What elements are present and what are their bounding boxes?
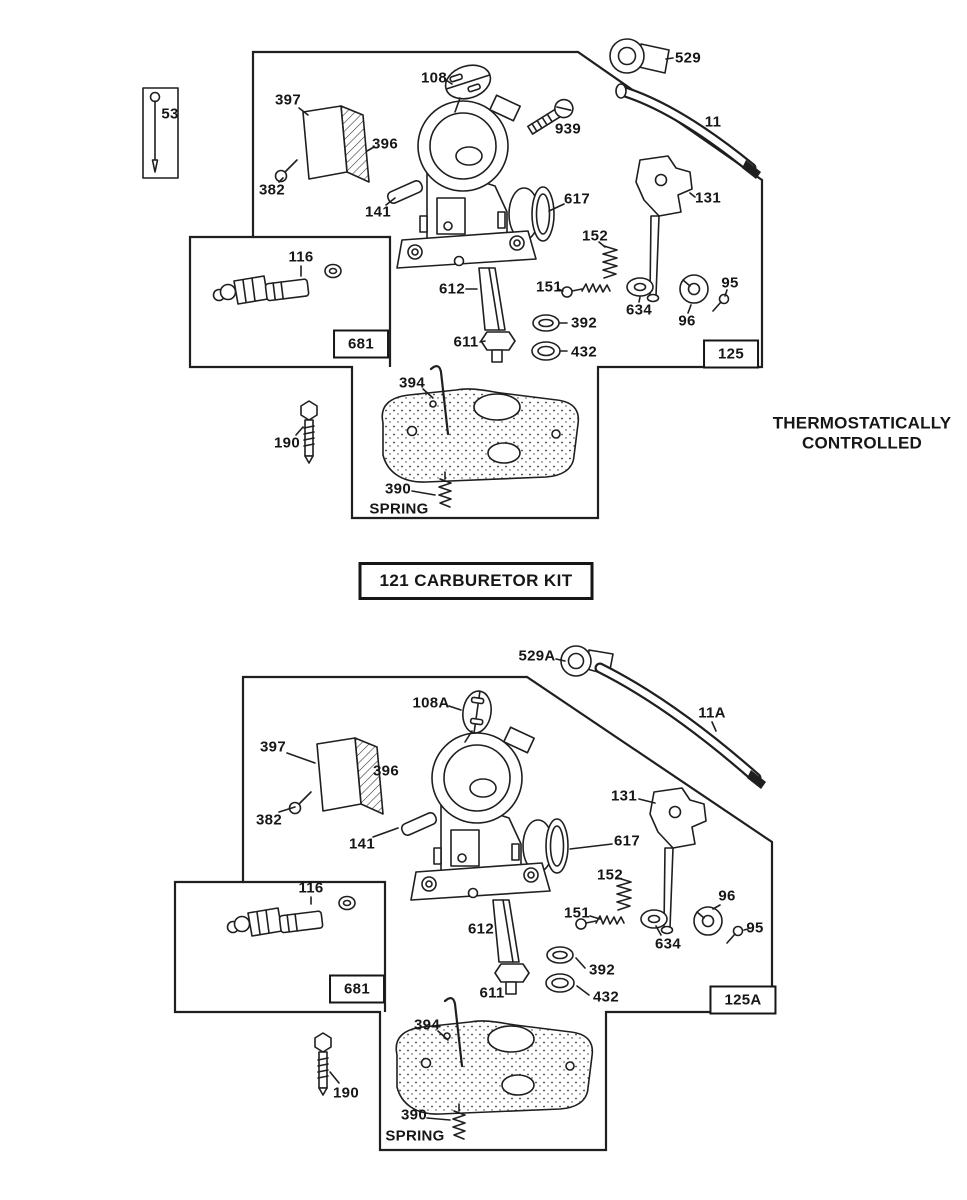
bottom-only-parts (462, 645, 766, 789)
leader-line-634 (638, 296, 641, 303)
spring-152 (602, 245, 618, 279)
pin-141 (386, 179, 424, 205)
leader-lines (278, 57, 749, 1121)
fuel-tube-11 (615, 83, 761, 179)
leader-line-390 (426, 1117, 451, 1121)
needle-53 (142, 87, 179, 179)
leader-line-141 (372, 827, 399, 838)
leader-line-151 (557, 288, 564, 292)
carburetor-body (396, 94, 555, 363)
leader-line-96 (712, 904, 721, 910)
leader-line-108 (445, 79, 453, 85)
float-block-397 (302, 105, 370, 183)
jet-nut-611 (480, 331, 516, 363)
leader-line-11a (711, 721, 717, 732)
screw-95 (712, 293, 730, 312)
leader-line-95 (724, 289, 728, 297)
bottom-enclosure-outline (173, 675, 774, 1152)
leader-line-617 (548, 203, 565, 212)
leader-line-131 (689, 192, 696, 198)
leader-line-396 (366, 146, 375, 152)
mounting-flange (396, 230, 537, 269)
spring-390 (438, 471, 452, 508)
top-only-parts (142, 38, 761, 179)
thermostatically-controlled-note: THERMOSTATICALLY CONTROLLED (772, 413, 952, 452)
leader-line-141 (385, 197, 396, 206)
leader-line-151 (589, 915, 601, 920)
elbow-fitting-529 (609, 38, 670, 74)
leader-line-96 (687, 304, 692, 314)
leader-line-529a (555, 658, 566, 662)
leader-line-432 (576, 985, 590, 996)
needle-valve-116 (212, 263, 342, 305)
clamp-ring-617 (531, 186, 555, 242)
pin-394 (429, 365, 450, 436)
float-bowl-gasket (381, 388, 580, 483)
leader-line-397 (298, 107, 309, 116)
leader-line-152 (598, 241, 606, 248)
ring-392 (532, 314, 560, 332)
leader-line-390 (411, 490, 436, 496)
leader-line-394 (437, 1030, 449, 1041)
kit-title: 121 CARBURETOR KIT (358, 562, 594, 600)
choke-valve-108a (462, 690, 492, 734)
carburetor-assembly-art (212, 94, 730, 508)
washer-634 (626, 277, 654, 297)
leader-line-382 (278, 806, 296, 813)
leader-line-131 (638, 798, 656, 804)
leader-line-634 (655, 925, 662, 936)
leader-line-108a (448, 705, 462, 711)
screw-382 (274, 159, 298, 183)
leader-line-529 (665, 57, 674, 60)
leader-line-382 (278, 177, 284, 183)
leader-line-95 (743, 928, 749, 931)
leader-line-397 (286, 752, 316, 764)
ring-432 (531, 341, 561, 361)
throttle-bracket-131 (635, 155, 693, 303)
screw-939 (527, 98, 574, 135)
fuel-tube-11a (594, 662, 766, 789)
carburetor-assembly-art-bottom (226, 726, 744, 1141)
leader-line-190 (329, 1071, 340, 1084)
leader-line-394 (422, 388, 434, 399)
choke-valve-108 (444, 64, 492, 100)
leader-line-190 (295, 426, 304, 436)
main-jet-tube-612 (478, 267, 506, 331)
spool-96 (679, 274, 709, 304)
leader-line-392 (575, 957, 586, 969)
leader-line-611 (479, 340, 486, 343)
idle-screw-151 (561, 283, 611, 298)
leader-line-617 (569, 843, 613, 850)
bolt-190 (300, 400, 318, 464)
